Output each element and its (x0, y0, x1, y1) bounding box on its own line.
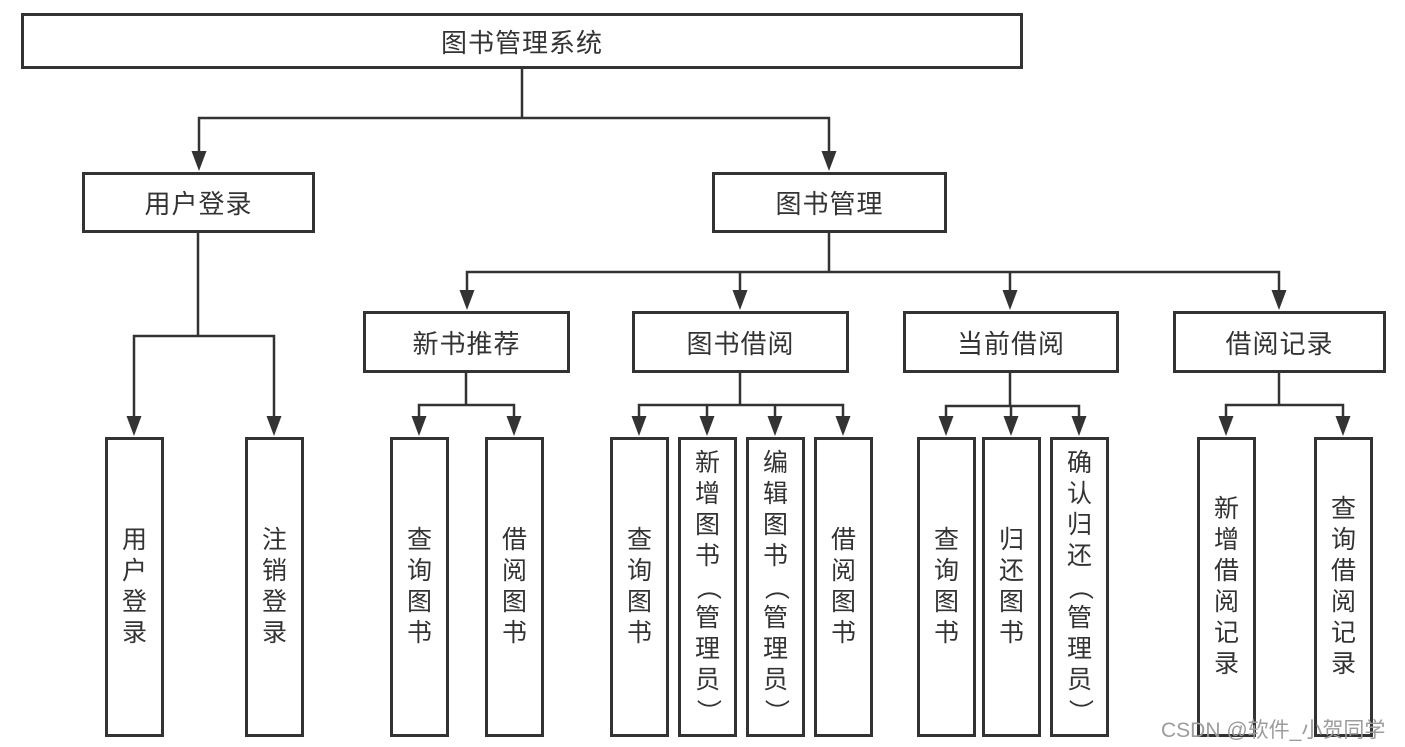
leaf-confirm-return-admin: 确认归还（管理员） (1050, 437, 1109, 737)
leaf-label: 借阅图书 (501, 526, 527, 647)
leaf-label: 查询图书 (626, 526, 652, 647)
node-label: 借阅记录 (1225, 328, 1334, 359)
node-library-management-system: 图书管理系统 (21, 13, 1023, 69)
node-label: 图书借阅 (686, 328, 795, 359)
arrowheads (126, 151, 1351, 436)
leaf-add-book-admin: 新增图书（管理员） (678, 437, 737, 737)
leaf-query-books: 查询图书 (917, 437, 976, 737)
node-label: 用户登录 (144, 189, 253, 219)
node-label: 图书管理系统 (440, 27, 603, 58)
leaf-label: 借阅图书 (830, 526, 856, 647)
node-new-book-recommendation: 新书推荐 (363, 311, 570, 373)
leaf-label: 用户登录 (121, 526, 147, 647)
node-user-login: 用户登录 (82, 172, 315, 233)
leaf-label: 查询图书 (406, 526, 432, 647)
leaf-label: 注销登录 (261, 526, 287, 647)
node-book-management: 图书管理 (712, 172, 947, 233)
leaf-label: 新增借阅记录 (1213, 495, 1239, 678)
node-label: 新书推荐 (412, 328, 521, 359)
leaf-query-books: 查询图书 (390, 437, 449, 737)
leaf-label: 编辑图书（管理员） (761, 448, 790, 724)
leaf-borrow-books: 借阅图书 (485, 437, 544, 737)
leaf-label: 归还图书 (998, 526, 1024, 647)
leaf-user-login: 用户登录 (105, 437, 164, 737)
leaf-query-books: 查询图书 (610, 437, 669, 737)
leaf-label: 新增图书（管理员） (693, 448, 722, 724)
node-label: 图书管理 (775, 189, 884, 219)
leaf-add-borrow-record: 新增借阅记录 (1197, 437, 1256, 737)
leaf-logout: 注销登录 (245, 437, 304, 737)
leaf-borrow-books: 借阅图书 (814, 437, 873, 737)
watermark: CSDN @软件_小贺同学 (1161, 719, 1386, 742)
leaf-edit-book-admin: 编辑图书（管理员） (746, 437, 805, 737)
leaf-label: 查询图书 (933, 526, 959, 647)
node-book-borrowing: 图书借阅 (632, 311, 849, 373)
node-label: 当前借阅 (956, 328, 1065, 359)
leaf-label: 查询借阅记录 (1330, 495, 1356, 678)
node-borrowing-records: 借阅记录 (1173, 311, 1386, 373)
leaf-query-borrow-record: 查询借阅记录 (1314, 437, 1373, 737)
leaf-label: 确认归还（管理员） (1065, 448, 1094, 724)
node-current-borrowing: 当前借阅 (903, 311, 1119, 373)
leaf-return-book: 归还图书 (982, 437, 1041, 737)
